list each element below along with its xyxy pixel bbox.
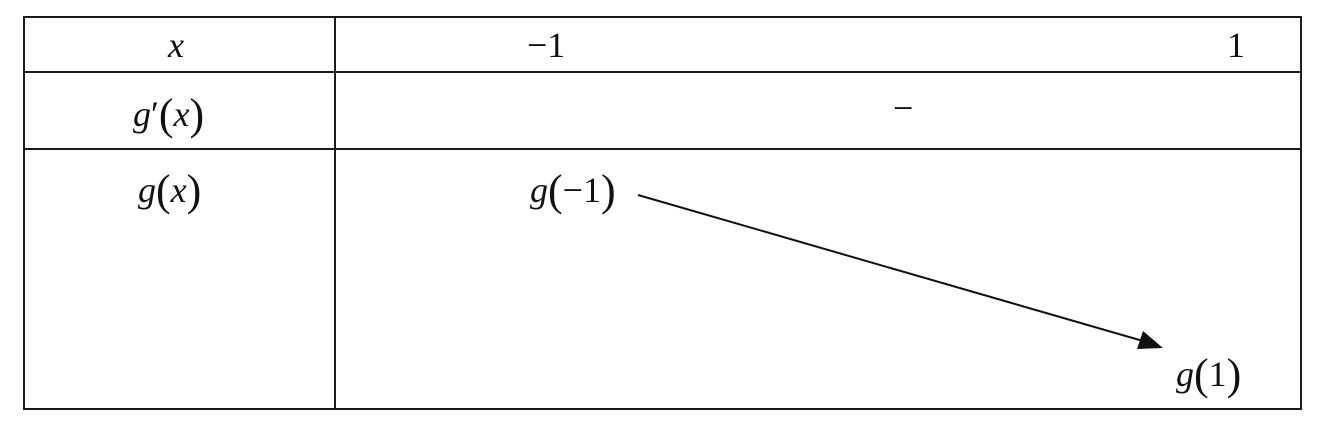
border-left	[23, 16, 25, 410]
paren-open: (	[158, 90, 174, 139]
paren-open: (	[1194, 350, 1209, 399]
derivative-func-name: g	[133, 94, 151, 134]
variable-label: x	[168, 25, 184, 65]
paren-close: )	[600, 166, 616, 215]
function-name: g	[138, 170, 156, 210]
interval-end-value: 1	[1227, 25, 1245, 65]
start-value-label: g(−1)	[530, 166, 616, 213]
end-func-name: g	[1176, 354, 1194, 394]
paren-open: (	[156, 166, 171, 215]
end-value-label: g(1)	[1176, 350, 1241, 397]
border-bottom	[23, 408, 1302, 410]
function-label: g(x)	[138, 166, 201, 213]
column-divider	[334, 16, 336, 410]
row-divider-1	[23, 71, 1302, 73]
derivative-arg: x	[173, 94, 190, 134]
start-func-name: g	[530, 170, 548, 210]
paren-close: )	[189, 90, 205, 139]
border-right	[1300, 16, 1302, 410]
prime-mark: ′	[151, 94, 159, 134]
start-arg: −1	[562, 170, 601, 210]
end-arg: 1	[1208, 354, 1227, 394]
paren-close: )	[186, 166, 202, 215]
function-arg: x	[170, 170, 187, 210]
paren-open: (	[548, 166, 563, 215]
paren-close: )	[1226, 350, 1242, 399]
derivative-sign: −	[893, 88, 914, 128]
decreasing-arrow-line	[637, 194, 1144, 342]
border-top	[23, 16, 1302, 18]
decreasing-arrow-head	[1137, 331, 1163, 349]
derivative-label: g′(x)	[133, 90, 204, 137]
row-divider-2	[23, 148, 1302, 150]
interval-start-value: −1	[527, 25, 566, 65]
